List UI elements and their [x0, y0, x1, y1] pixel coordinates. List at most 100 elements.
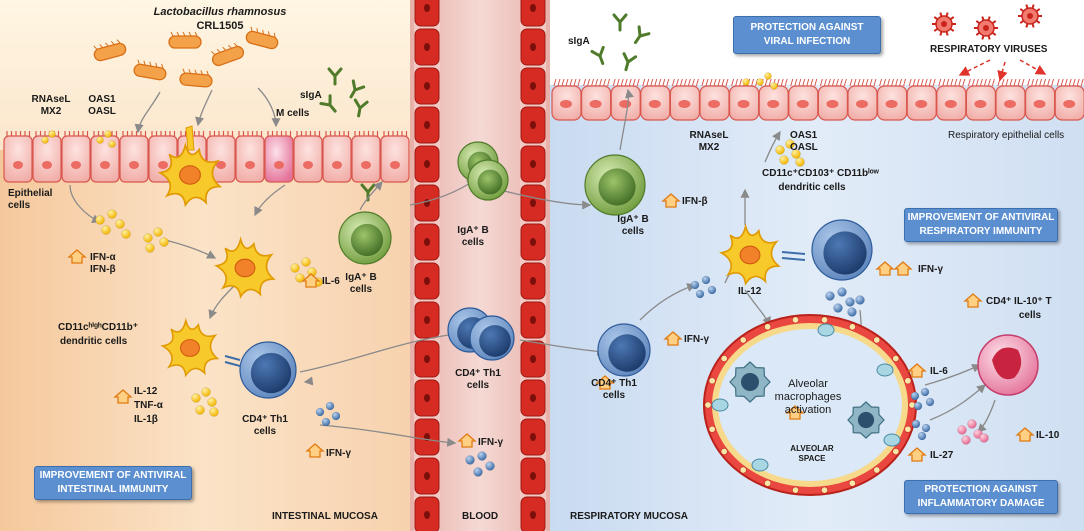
arrow-ifn-dc — [164, 239, 217, 259]
endothelial-nucleus — [530, 433, 536, 441]
cilium — [1005, 78, 1009, 87]
dendritic-cell-nucleus — [234, 258, 256, 278]
increase-arrows — [67, 193, 1035, 462]
cilium — [991, 78, 995, 87]
pilus — [267, 31, 270, 36]
ifnb-dot — [775, 145, 785, 155]
up-ifng-resp-2 — [893, 261, 913, 276]
pilus — [93, 45, 98, 50]
siga-antibodies — [319, 13, 651, 202]
capillary-dot — [764, 479, 772, 487]
il6-dot — [920, 387, 930, 397]
bacterium-name: Lactobacillus rhamnosus — [153, 6, 287, 18]
antibody-arms — [349, 79, 366, 99]
epithelial-nucleus — [158, 161, 168, 169]
siga-antibody — [327, 67, 343, 86]
ifn-dot — [153, 227, 163, 237]
arrow-blood-b-resp — [499, 189, 592, 210]
label-ifng-gut: IFN-γ — [326, 448, 351, 459]
label-ifnb-resp: IFN-β — [682, 196, 708, 207]
cilium — [975, 78, 979, 87]
endothelial-nucleus — [530, 472, 536, 480]
box-antiviral-respiratory-line2: RESPIRATORY IMMUNITY — [919, 226, 1043, 237]
cilium — [987, 78, 991, 87]
cilium — [946, 78, 950, 87]
label-rnasel-resp: RNAseL — [689, 130, 729, 141]
label-epithelial-1: Epithelial — [8, 188, 53, 199]
virus-arrow-1 — [958, 59, 991, 76]
epithelial-nucleus — [361, 161, 371, 169]
endothelial-nucleus — [424, 355, 430, 363]
lactobacillus-rod — [133, 59, 167, 81]
isg-dot — [41, 136, 49, 144]
cilium — [827, 78, 831, 87]
up-alveolar-activation — [785, 405, 805, 420]
m-cell — [264, 135, 294, 183]
ifng-dot — [833, 303, 843, 313]
capillary-dot — [739, 336, 747, 344]
cilium — [869, 78, 873, 87]
pilus — [116, 39, 121, 44]
label-igab-resp-2: cells — [621, 226, 645, 237]
pneumocyte — [883, 433, 901, 447]
cilium — [891, 78, 895, 87]
siga-antibody — [353, 98, 369, 118]
cilium — [1072, 78, 1076, 87]
cilium — [691, 78, 695, 87]
cilium — [705, 78, 709, 87]
siga-antibody — [633, 25, 651, 45]
virus — [932, 12, 956, 36]
intestinal-dc-in-epithelium — [157, 141, 223, 208]
ifn-dot — [107, 209, 117, 219]
intestinal-epithelial-cell — [235, 135, 265, 183]
cilium — [577, 78, 581, 87]
arrow-mcell-dc — [254, 184, 286, 217]
ifng-dot — [477, 451, 487, 461]
cilium — [1031, 78, 1035, 87]
cilium — [802, 78, 806, 87]
virus-arrow-3 — [1019, 59, 1047, 75]
arrow-ifng-blood — [319, 424, 457, 447]
cilium — [565, 78, 569, 87]
capillary-dot — [848, 479, 856, 487]
cilium — [569, 78, 573, 87]
ifng-dot — [845, 297, 855, 307]
pneumocyte — [876, 363, 894, 377]
respiratory-th1-cell-nucleus — [608, 334, 646, 372]
box-antiviral-intestinal-line2: INTESTINAL IMMUNITY — [57, 484, 169, 495]
label-il12-resp: IL-12 — [738, 286, 762, 297]
arrow-b-siga — [619, 88, 634, 151]
pilus — [161, 63, 164, 69]
alveolus — [703, 314, 917, 496]
cilium — [903, 78, 907, 87]
cilium — [721, 78, 725, 87]
epithelial-nucleus — [245, 161, 255, 169]
label-dc-gut-2: dendritic cells — [60, 336, 128, 347]
cilium — [879, 78, 883, 87]
epithelial-nucleus — [944, 100, 957, 108]
pilus — [182, 68, 186, 74]
up-treg — [963, 293, 983, 308]
il12-dot — [209, 407, 219, 417]
cilium — [624, 78, 628, 87]
label-alv-space-1: ALVEOLAR — [790, 444, 834, 453]
cilium — [942, 78, 946, 87]
pilus — [188, 31, 192, 37]
pilus — [200, 70, 203, 75]
cilium — [873, 78, 877, 87]
endothelial-nucleus — [530, 355, 536, 363]
cilium — [561, 78, 565, 87]
cilium — [887, 78, 891, 87]
capillary-dot — [904, 425, 912, 433]
bacterium-body — [133, 63, 167, 81]
cilium — [591, 78, 595, 87]
label-dc-gut-1: CD11cʰⁱᵍʰCD11b⁺ — [58, 322, 139, 333]
up-ifng-gut — [305, 443, 325, 458]
cilium — [573, 78, 577, 87]
ifng-dot — [325, 401, 335, 411]
cilium — [650, 78, 654, 87]
antibody-arms — [612, 13, 628, 32]
endothelial-cell — [520, 0, 546, 27]
antibody-arms — [590, 45, 605, 66]
box-antiviral-intestinal-line1: IMPROVEMENT OF ANTIVIRAL — [39, 470, 187, 481]
